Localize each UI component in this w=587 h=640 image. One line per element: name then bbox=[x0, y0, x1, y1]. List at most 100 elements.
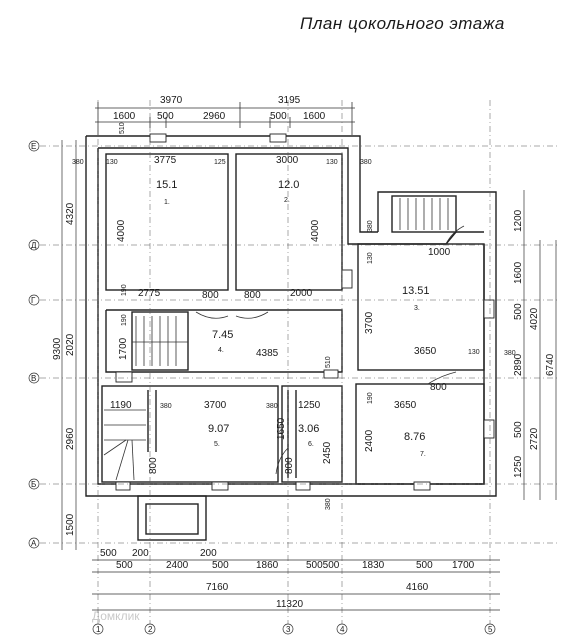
stair-treads bbox=[103, 198, 449, 481]
room4-length: 4385 bbox=[256, 348, 279, 359]
door-swings bbox=[195, 225, 465, 475]
axis-letter-bubbles bbox=[28, 140, 40, 549]
room3-area: 13.51 bbox=[402, 285, 430, 297]
dim-corr-2000: 2000 bbox=[290, 288, 313, 299]
room4-area: 7.45 bbox=[212, 329, 233, 341]
dim-right-1250: 1250 bbox=[513, 455, 524, 478]
dim-left-2020: 2020 bbox=[65, 333, 76, 356]
room7-depth: 2400 bbox=[364, 429, 375, 452]
dim-right-1200: 1200 bbox=[513, 209, 524, 232]
dim-corr-380c: 380 bbox=[325, 498, 332, 510]
axis-b: Б bbox=[31, 480, 36, 489]
dim-seg-3: 2960 bbox=[203, 111, 226, 122]
dim-inner-130b: 130 bbox=[326, 159, 338, 166]
room3-door800: 800 bbox=[430, 382, 447, 393]
axis-lines bbox=[40, 100, 560, 625]
right-dimension-lines bbox=[523, 190, 557, 500]
left-dimension-lines bbox=[61, 140, 77, 550]
axis-d: Д bbox=[31, 241, 37, 250]
axis-g: Г bbox=[31, 296, 36, 305]
room3-380b: 380 bbox=[504, 350, 516, 357]
axis-v: В bbox=[31, 374, 36, 383]
axis-4: 4 bbox=[340, 625, 345, 634]
dim-right-4020: 4020 bbox=[529, 307, 540, 330]
dim-inner-130a: 130 bbox=[106, 159, 118, 166]
dim-seg-1: 1600 bbox=[113, 111, 136, 122]
axis-a: А bbox=[31, 539, 37, 548]
windows bbox=[115, 133, 495, 491]
axis-2: 2 bbox=[148, 625, 153, 634]
dim-bot-7160: 7160 bbox=[206, 582, 229, 593]
dim-right-500b: 500 bbox=[513, 421, 524, 438]
bottom-dimension-lines bbox=[92, 559, 500, 611]
room6-380: 380 bbox=[266, 403, 278, 410]
dim-corr-2775: 2775 bbox=[138, 288, 161, 299]
room4-number: 4. bbox=[218, 347, 224, 354]
room5-380: 380 bbox=[160, 403, 172, 410]
room3-number: 3. bbox=[414, 305, 420, 312]
dim-right-500a: 500 bbox=[513, 303, 524, 320]
room4-510: 510 bbox=[325, 356, 332, 368]
dim-corr-800b: 800 bbox=[244, 290, 261, 301]
top-dimension-lines bbox=[95, 102, 355, 135]
dim-bot-r2-500500: 500500 bbox=[306, 560, 340, 571]
dim-right-2890: 2890 bbox=[513, 353, 524, 376]
room7-area: 8.76 bbox=[404, 431, 425, 443]
room6-area: 3.06 bbox=[298, 423, 319, 435]
axis-5: 5 bbox=[488, 625, 493, 634]
dim-inner-380a: 380 bbox=[72, 159, 84, 166]
room6-1650: 1650 bbox=[276, 417, 287, 440]
watermark: Домклик bbox=[92, 609, 140, 623]
room5-number: 5. bbox=[214, 441, 220, 448]
dim-bot-r2-500b: 500 bbox=[212, 560, 229, 571]
axis-3: 3 bbox=[286, 625, 291, 634]
walls bbox=[85, 135, 497, 541]
dim-corr-190: 190 bbox=[121, 284, 128, 296]
dim-seg-4: 500 bbox=[270, 111, 287, 122]
room3-380: 380 bbox=[367, 220, 374, 232]
dim-bot-r2-1860: 1860 bbox=[256, 560, 279, 571]
dim-w510: 510 bbox=[119, 122, 126, 134]
room3-130b: 130 bbox=[468, 349, 480, 356]
dim-right-total: 6740 bbox=[545, 353, 556, 376]
dim-bot-r1-200a: 200 bbox=[132, 548, 149, 559]
dim-room2-width: 3000 bbox=[276, 155, 299, 166]
axis-1: 1 bbox=[96, 625, 101, 634]
room2-number: 2. bbox=[284, 197, 290, 204]
dim-left-2960: 2960 bbox=[65, 427, 76, 450]
room3-door: 1000 bbox=[428, 247, 451, 258]
room4-height: 1700 bbox=[118, 337, 129, 360]
dim-corr-800a: 800 bbox=[202, 290, 219, 301]
room5-1190: 1190 bbox=[110, 400, 132, 411]
dim-room1-width: 3775 bbox=[154, 155, 177, 166]
room6-width: 1250 bbox=[298, 400, 321, 411]
plan-title: План цокольного этажа bbox=[300, 14, 505, 33]
dim-left-4320: 4320 bbox=[65, 202, 76, 225]
room5-width: 3700 bbox=[204, 400, 227, 411]
dim-right-2720: 2720 bbox=[529, 427, 540, 450]
dim-bot-4160: 4160 bbox=[406, 582, 429, 593]
room5-area: 9.07 bbox=[208, 423, 229, 435]
dim-seg-5: 1600 bbox=[303, 111, 326, 122]
room7-190: 190 bbox=[367, 392, 374, 404]
room4-190: 190 bbox=[121, 314, 128, 326]
room6-number: 6. bbox=[308, 441, 314, 448]
dim-overall-right: 3195 bbox=[278, 95, 301, 106]
room3-width: 3650 bbox=[414, 346, 437, 357]
room3-depth: 3700 bbox=[364, 311, 375, 334]
dim-bot-total: 11320 bbox=[276, 599, 304, 610]
dim-bot-r2-2400: 2400 bbox=[166, 560, 189, 571]
room1-area: 15.1 bbox=[156, 179, 177, 191]
room1-depth: 4000 bbox=[116, 219, 127, 242]
dim-right-1600: 1600 bbox=[513, 261, 524, 284]
dim-left-total: 9300 bbox=[52, 337, 63, 360]
room1-number: 1. bbox=[164, 199, 170, 206]
dim-bot-r2-1700: 1700 bbox=[452, 560, 475, 571]
axis-number-bubbles bbox=[92, 623, 496, 635]
axis-e: Е bbox=[31, 142, 36, 151]
dim-inner-125: 125 bbox=[214, 159, 226, 166]
room2-area: 12.0 bbox=[278, 179, 299, 191]
room5-800: 800 bbox=[148, 457, 159, 474]
room6-2450: 2450 bbox=[322, 441, 333, 464]
